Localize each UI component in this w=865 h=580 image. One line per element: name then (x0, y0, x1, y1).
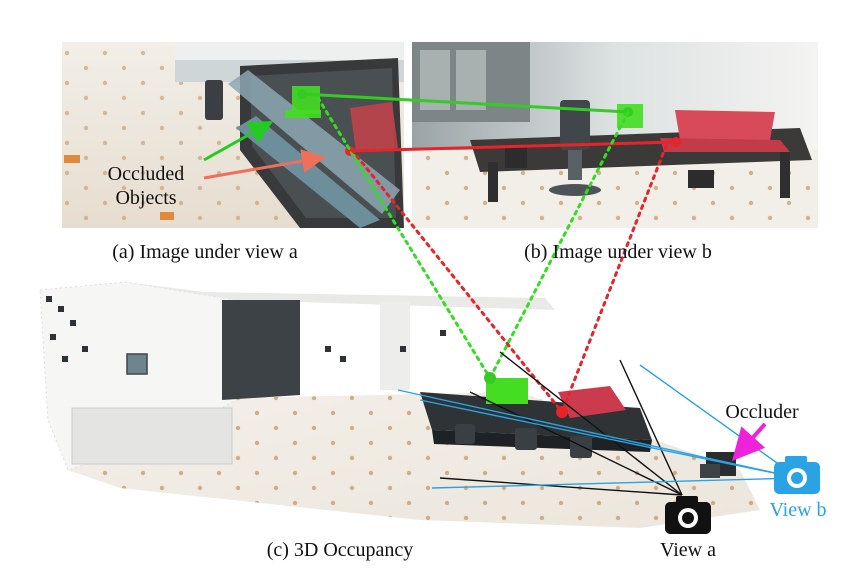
caption-view-b-image: (b) Image under view b (524, 241, 712, 263)
occluded-objects-label-line2: Objects (115, 187, 176, 209)
caption-view-a-image: (a) Image under view a (112, 241, 298, 263)
occluder-arrow-icon (740, 424, 765, 452)
view-a-label: View a (660, 539, 716, 561)
occupancy-3d-panel (40, 282, 760, 528)
view-b-label: View b (769, 499, 826, 521)
occluder-label: Occluder (725, 401, 799, 423)
view-a-image-panel (62, 42, 404, 228)
camera-icon-view-b (774, 456, 820, 494)
caption-occupancy: (c) 3D Occupancy (267, 539, 414, 561)
occluded-objects-label-line1: Occluded (108, 163, 185, 185)
